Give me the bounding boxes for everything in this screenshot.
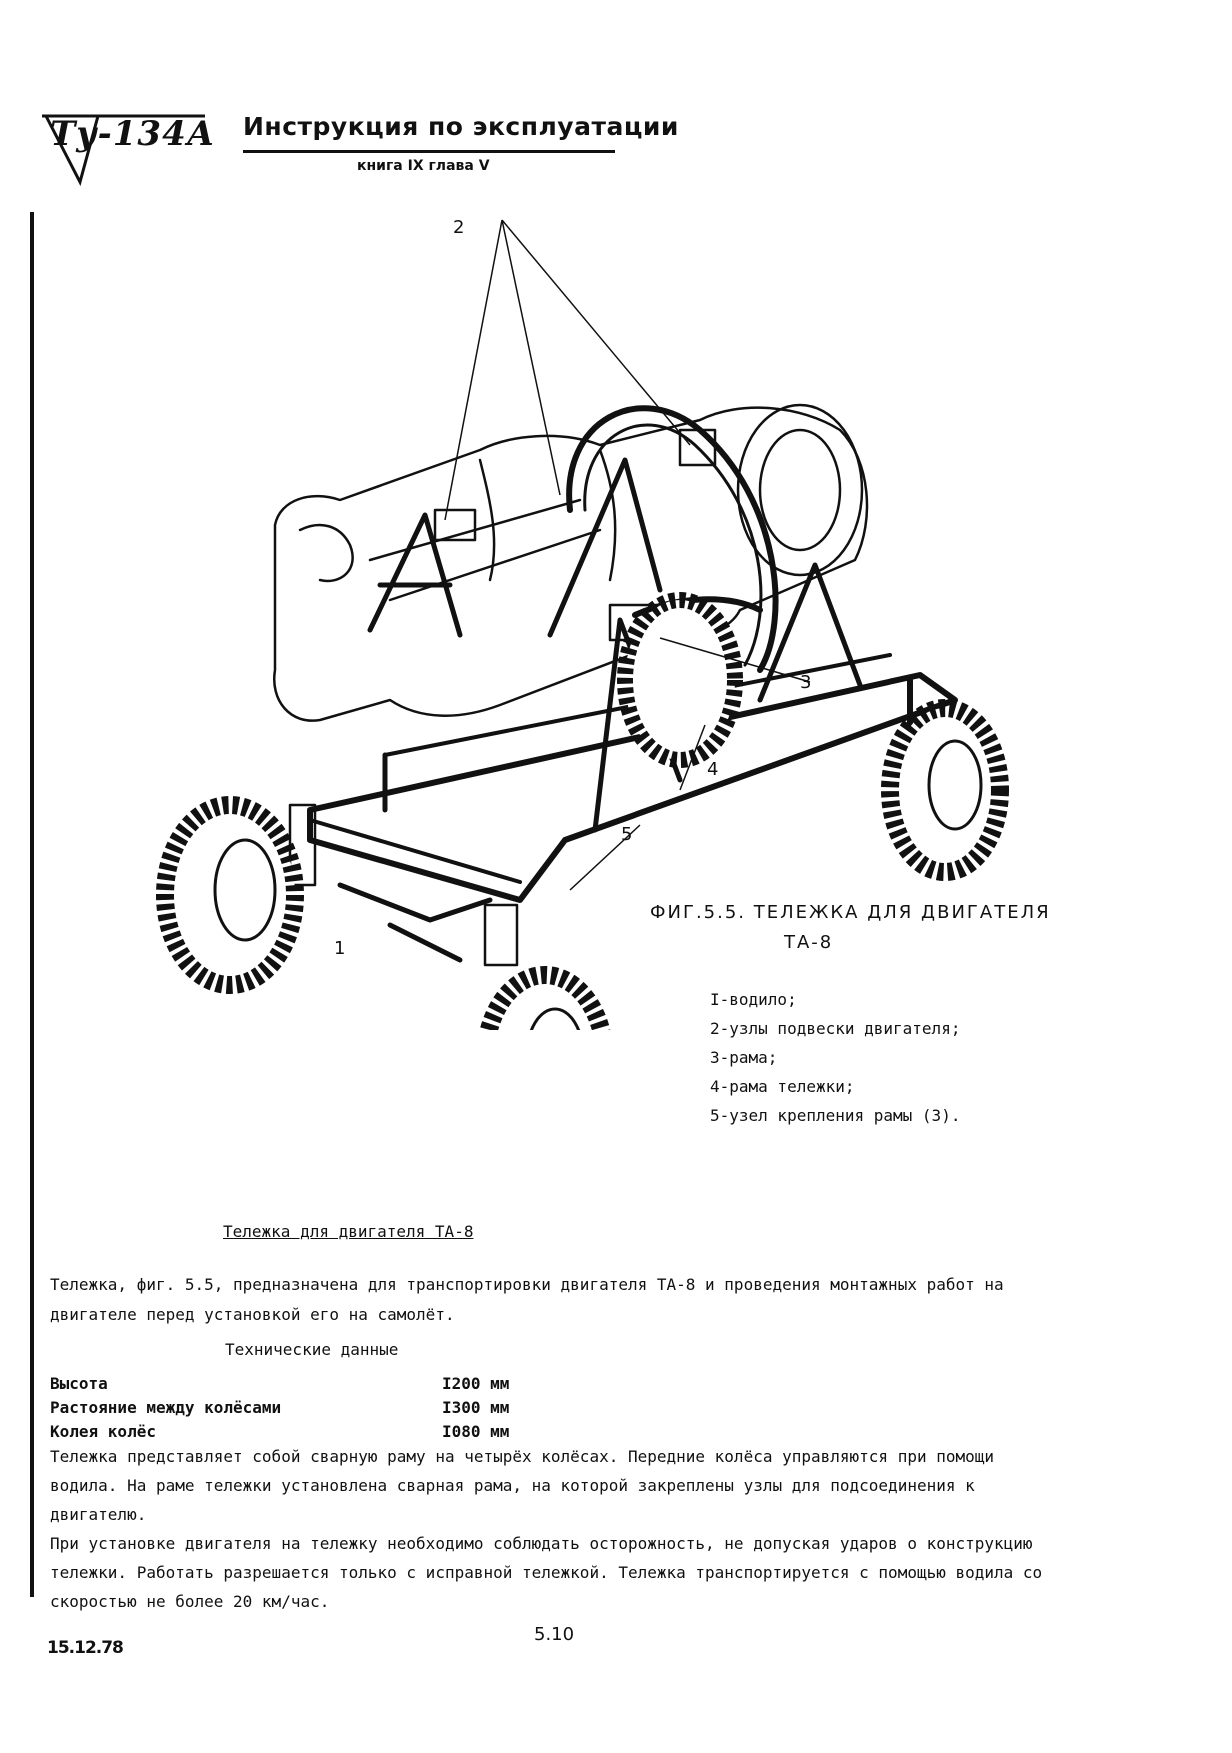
- callout-2: 2: [453, 217, 465, 238]
- figure-caption: ФИГ.5.5. ТЕЛЕЖКА ДЛЯ ДВИГАТЕЛЯ ТА-8: [650, 898, 1070, 958]
- document-date: 15.12.78: [47, 1638, 124, 1658]
- body-paragraph: При установке двигателя на тележку необх…: [50, 1534, 1043, 1611]
- spec-value: I300 мм: [442, 1398, 510, 1417]
- logo-text: Ту-134А: [50, 114, 216, 154]
- document-title: Инструкция по эксплуатации: [243, 112, 679, 141]
- margin-bar: [30, 212, 34, 1597]
- document-logo: Ту-134А: [40, 112, 214, 192]
- figure-caption-line2: ТА-8: [784, 932, 834, 953]
- legend-item: 5-узел крепления рамы (3).: [710, 1106, 961, 1125]
- spec-value: I200 мм: [442, 1374, 510, 1393]
- spec-row: Колея колёс I080 мм: [50, 1420, 509, 1444]
- legend-item: 2-узлы подвески двигателя;: [710, 1019, 961, 1038]
- page-number: 5.10: [534, 1624, 575, 1645]
- spec-label: Растояние между колёсами: [50, 1398, 282, 1417]
- legend-item: 3-рама;: [710, 1048, 778, 1067]
- spec-value: I080 мм: [442, 1422, 510, 1441]
- body-paragraph: Тележка представляет собой сварную раму …: [50, 1447, 995, 1524]
- callout-3: 3: [800, 672, 812, 693]
- document-subtitle: книга IX глава V: [357, 158, 490, 174]
- figure-caption-line1: ФИГ.5.5. ТЕЛЕЖКА ДЛЯ ДВИГАТЕЛЯ: [650, 902, 1051, 923]
- body-text: Тележка представляет собой сварную раму …: [50, 1442, 1060, 1616]
- title-underline: [243, 150, 615, 153]
- section-title: Тележка для двигателя ТА-8: [223, 1222, 474, 1241]
- specs-table: Высота I200 мм Растояние между колёсами …: [50, 1372, 509, 1444]
- logo-triangle-icon: [42, 114, 205, 187]
- legend-item: I-водило;: [710, 990, 797, 1009]
- figure-legend: I-водило; 2-узлы подвески двигателя; 3-р…: [710, 985, 960, 1130]
- intro-paragraph: Тележка, фиг. 5.5, предназначена для тра…: [50, 1275, 1004, 1324]
- spec-row: Растояние между колёсами I300 мм: [50, 1396, 509, 1420]
- spec-label: Высота: [50, 1374, 108, 1393]
- cart-drawing: [156, 219, 1009, 1030]
- callout-1: 1: [334, 938, 346, 959]
- specs-heading: Технические данные: [225, 1340, 399, 1359]
- callout-5: 5: [621, 824, 633, 845]
- legend-item: 4-рама тележки;: [710, 1077, 855, 1096]
- callout-4: 4: [707, 759, 719, 780]
- spec-row: Высота I200 мм: [50, 1372, 509, 1396]
- spec-label: Колея колёс: [50, 1422, 156, 1441]
